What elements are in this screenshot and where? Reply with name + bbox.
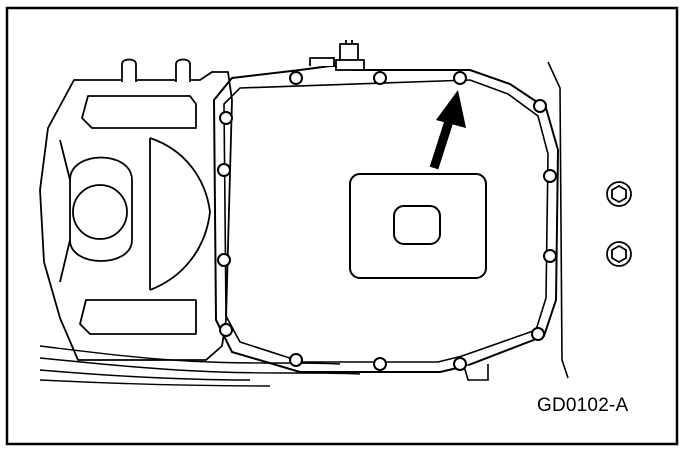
bolt-icon (219, 323, 233, 337)
bolt-icon (217, 253, 231, 267)
bolt-icon (217, 163, 231, 177)
bolt-icon (373, 357, 387, 371)
oil-pan-bolts (217, 71, 557, 371)
engine-block-edge (547, 61, 569, 379)
oil-pan-bottom-tab (463, 364, 489, 381)
bolt-icon (289, 353, 303, 367)
oil-pan-inner-flange (223, 79, 549, 363)
bolt-icon (543, 249, 557, 263)
oil-pan-drain-boss (393, 205, 441, 245)
oil-pan-center-panel (349, 173, 487, 279)
bolt-icon (453, 71, 467, 85)
bolt-icon (373, 71, 387, 85)
oil-pan-top-fitting (309, 40, 365, 71)
arrow-icon (429, 90, 466, 170)
removed-bolts (606, 181, 632, 267)
bolt-icon (543, 169, 557, 183)
bolt-icon (219, 111, 233, 125)
bolt-icon (531, 327, 545, 341)
figure-label: GD0102-A (537, 395, 629, 416)
transmission-housing (39, 71, 233, 361)
bolt-icon (533, 99, 547, 113)
transmission-studs (121, 58, 191, 82)
diagram-frame (5, 6, 679, 446)
bolt-icon (453, 357, 467, 371)
bolt-icon (289, 71, 303, 85)
